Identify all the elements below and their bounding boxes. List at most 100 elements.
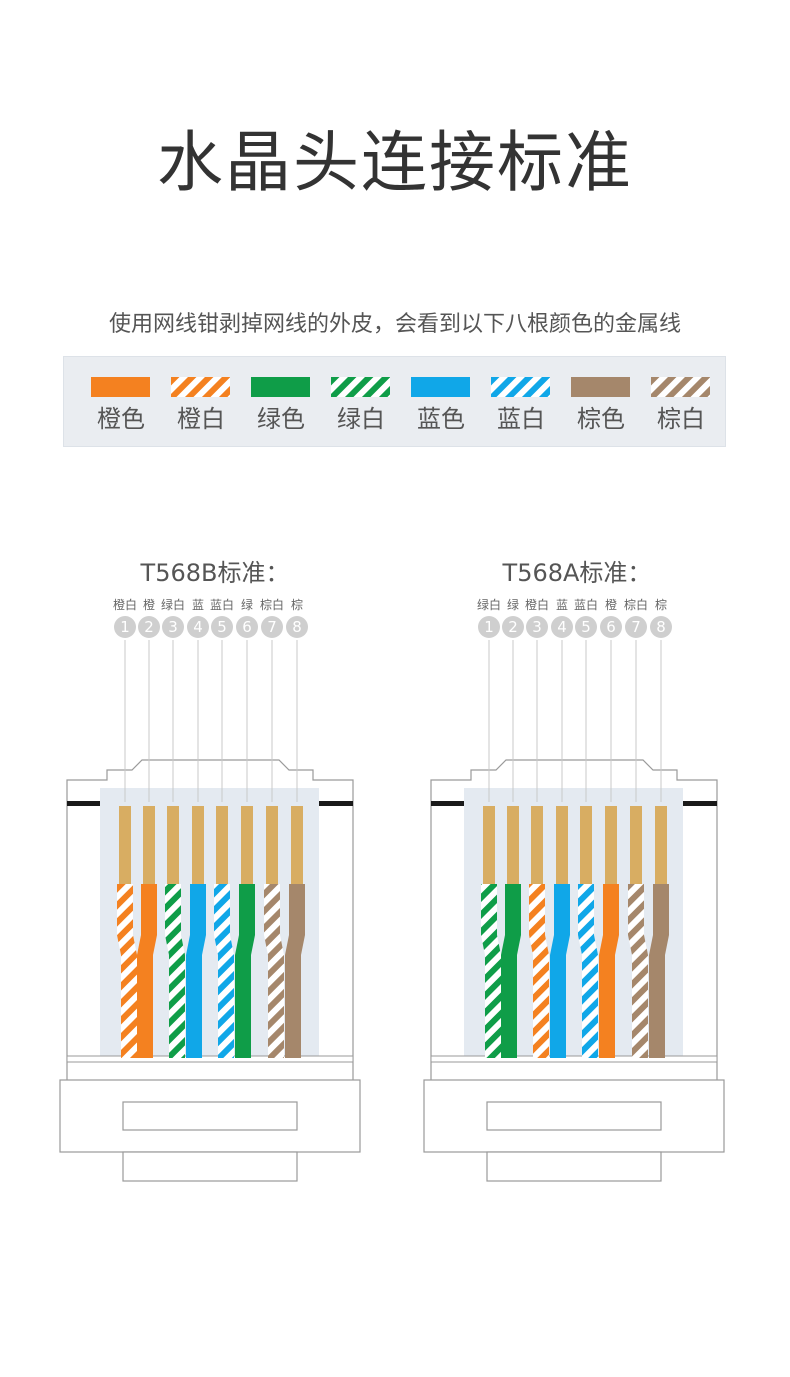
wire-7	[264, 884, 284, 1058]
cable-stub	[122, 1151, 298, 1182]
legend-label: 橙色	[97, 405, 145, 433]
boot-slot	[486, 1101, 662, 1131]
legend-label: 蓝色	[417, 405, 465, 433]
pin-number: 2	[502, 616, 524, 638]
legend-item: 橙白	[161, 377, 241, 437]
wire-2	[501, 884, 521, 1058]
cable-stub	[486, 1151, 662, 1182]
wire-1	[117, 884, 137, 1058]
legend-swatch	[251, 377, 310, 397]
t568b-connector	[59, 640, 361, 1182]
legend-label: 蓝白	[497, 405, 545, 433]
wire-4	[550, 884, 570, 1058]
legend-item: 蓝色	[401, 377, 481, 437]
pin-number: 2	[138, 616, 160, 638]
gold-contact	[167, 806, 179, 884]
pin-number: 7	[261, 616, 283, 638]
pin-color-label: 蓝白	[209, 598, 235, 612]
gold-contact	[241, 806, 253, 884]
pin-number: 3	[162, 616, 184, 638]
legend-swatch	[651, 377, 710, 397]
page-title: 水晶头连接标准	[157, 124, 633, 201]
wire-4	[186, 884, 206, 1058]
pin-number: 3	[526, 616, 548, 638]
pin-color-label: 绿白	[476, 598, 502, 612]
wire-5	[578, 884, 598, 1058]
legend-label: 绿色	[257, 405, 305, 433]
legend-label: 棕色	[577, 405, 625, 433]
pin-number: 7	[625, 616, 647, 638]
wire-6	[235, 884, 255, 1058]
pin-color-label: 橙	[142, 598, 156, 612]
legend-swatch	[91, 377, 150, 397]
boot-slot	[122, 1101, 298, 1131]
pin-color-label: 绿白	[160, 598, 186, 612]
color-legend: 橙色 橙白 绿色 绿白 蓝色 蓝白 棕色 棕白	[63, 356, 726, 447]
wire-3	[165, 884, 185, 1058]
gold-contact	[266, 806, 278, 884]
pin-number: 6	[236, 616, 258, 638]
pin-color-label: 蓝	[555, 598, 569, 612]
page-subtitle: 使用网线钳剥掉网线的外皮，会看到以下八根颜色的金属线	[108, 312, 681, 337]
pin-number: 1	[478, 616, 500, 638]
legend-label: 绿白	[337, 405, 385, 433]
wire-6	[599, 884, 619, 1058]
wire-1	[481, 884, 501, 1058]
gold-contact	[143, 806, 155, 884]
pin-number: 1	[114, 616, 136, 638]
pin-color-label: 蓝	[191, 598, 205, 612]
pin-color-label: 棕白	[259, 598, 285, 612]
wire-3	[529, 884, 549, 1058]
pin-number: 4	[551, 616, 573, 638]
gold-contact	[216, 806, 228, 884]
legend-item: 绿色	[241, 377, 321, 437]
legend-item: 绿白	[321, 377, 401, 437]
pin-color-label: 蓝白	[573, 598, 599, 612]
gold-contact	[580, 806, 592, 884]
pin-color-label: 橙白	[112, 598, 138, 612]
t568b-title: T568B标准：	[140, 559, 290, 587]
pin-color-label: 棕白	[623, 598, 649, 612]
connector-rim	[430, 1055, 718, 1063]
pin-number: 5	[575, 616, 597, 638]
gold-contact	[655, 806, 667, 884]
gold-contact	[630, 806, 642, 884]
legend-item: 棕色	[561, 377, 641, 437]
pin-number: 5	[211, 616, 233, 638]
gold-contact	[119, 806, 131, 884]
gold-contact	[483, 806, 495, 884]
wire-8	[649, 884, 669, 1058]
wire-8	[285, 884, 305, 1058]
pin-number: 8	[650, 616, 672, 638]
t568a-connector	[423, 640, 725, 1182]
t568a-title: T568A标准：	[502, 559, 652, 587]
pin-color-label: 绿	[240, 598, 254, 612]
legend-swatch	[491, 377, 550, 397]
pin-color-label: 棕	[654, 598, 668, 612]
legend-item: 橙色	[81, 377, 161, 437]
legend-swatch	[171, 377, 230, 397]
legend-label: 橙白	[177, 405, 225, 433]
pin-color-label: 绿	[506, 598, 520, 612]
pin-number: 8	[286, 616, 308, 638]
legend-label: 棕白	[657, 405, 705, 433]
pin-number: 6	[600, 616, 622, 638]
gold-contact	[605, 806, 617, 884]
legend-item: 棕白	[641, 377, 721, 437]
gold-contact	[556, 806, 568, 884]
legend-swatch	[571, 377, 630, 397]
legend-item: 蓝白	[481, 377, 561, 437]
pin-color-label: 橙白	[524, 598, 550, 612]
pin-number: 4	[187, 616, 209, 638]
pin-color-label: 橙	[604, 598, 618, 612]
pin-color-label: 棕	[290, 598, 304, 612]
gold-contact	[291, 806, 303, 884]
legend-swatch	[411, 377, 470, 397]
gold-contact	[507, 806, 519, 884]
wire-2	[137, 884, 157, 1058]
gold-contact	[192, 806, 204, 884]
wire-5	[214, 884, 234, 1058]
wire-7	[628, 884, 648, 1058]
legend-swatch	[331, 377, 390, 397]
